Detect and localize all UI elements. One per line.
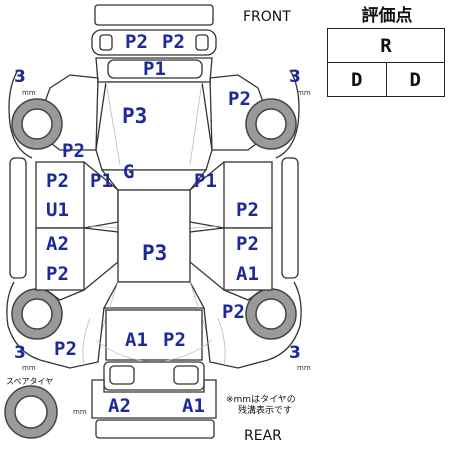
tail-panel	[103, 361, 205, 391]
left-front-arch	[8, 69, 33, 159]
unit-rear-left: mm	[22, 364, 36, 372]
damage-front-grille: P1	[143, 58, 166, 80]
tread-front-left: 3	[14, 67, 26, 87]
right-rear-fender	[223, 289, 263, 301]
front-right-tire	[245, 98, 297, 150]
windshield	[100, 169, 208, 191]
rating-table: R D D	[327, 28, 445, 97]
rating-interior: D	[327, 62, 387, 97]
note-line2: 残溝表示です	[238, 404, 292, 416]
rating-box: 評価点 R D D	[327, 4, 447, 97]
damage-right-front-door-top: P2	[236, 199, 259, 221]
rating-exterior: D	[385, 62, 445, 97]
rear-left-tire	[11, 288, 63, 340]
left-rear-door	[35, 227, 85, 291]
unit-front-right: mm	[297, 89, 311, 97]
unit-spare: mm	[73, 408, 87, 416]
left-rear-fender	[45, 289, 85, 301]
left-side-skirt	[9, 157, 27, 279]
front-bumper	[91, 29, 217, 56]
rear-bottom-box	[95, 419, 215, 439]
damage-trunk-left: A1	[125, 329, 148, 351]
left-rear-arch	[6, 281, 41, 361]
damage-right-rear-door-bottom: A1	[236, 263, 259, 285]
damage-windshield-right: P1	[194, 170, 217, 192]
damage-rear-bumper-left: A2	[108, 395, 131, 417]
right-rear-door	[223, 227, 273, 291]
damage-right-rear-door-top: P2	[236, 233, 259, 255]
roof	[117, 189, 191, 283]
damage-rear-bumper-right: A1	[182, 395, 205, 417]
right-front-arch	[275, 69, 300, 159]
unit-rear-right: mm	[297, 364, 311, 372]
right-rear-arch	[267, 281, 302, 361]
tread-rear-left: 3	[14, 343, 26, 363]
damage-left-rear-fender: P2	[54, 338, 77, 360]
spare-tire	[4, 385, 58, 439]
damage-front-bumper-right: P2	[162, 31, 185, 53]
right-side-skirt	[281, 157, 299, 279]
unit-front-left: mm	[22, 89, 36, 97]
front-label: FRONT	[243, 9, 291, 25]
damage-left-front-door-bottom: U1	[46, 199, 69, 221]
rating-overall: R	[327, 28, 445, 63]
front-left-tire	[11, 98, 63, 150]
rear-label: REAR	[244, 428, 282, 444]
damage-front-bumper-left: P2	[125, 31, 148, 53]
damage-left-rear-door-bottom: P2	[46, 263, 69, 285]
spare-tire-label: スペアタイヤ	[6, 377, 53, 386]
left-front-fender	[41, 74, 99, 111]
rear-window	[102, 281, 206, 309]
left-front-door	[35, 161, 85, 229]
rating-title: 評価点	[361, 6, 413, 26]
damage-left-rear-door-top: A2	[46, 233, 69, 255]
tread-rear-right: 3	[289, 343, 301, 363]
rear-bumper	[91, 379, 217, 419]
damage-windshield-left: P1	[90, 170, 113, 192]
front-top-box	[94, 4, 214, 26]
note-line1: ※mmはタイヤの	[226, 394, 296, 405]
damage-windshield-glass: G	[123, 161, 134, 183]
damage-right-rear-fender: P2	[222, 301, 245, 323]
damage-front-right-fender-top: P2	[228, 88, 251, 110]
damage-left-front-fender: P2	[62, 140, 85, 162]
trunk	[105, 309, 203, 361]
left-rear-window	[83, 227, 119, 291]
tread-front-right: 3	[289, 67, 301, 87]
damage-hood: P3	[122, 104, 147, 128]
damage-roof: P3	[142, 241, 167, 265]
right-front-fender	[209, 74, 267, 111]
damage-left-front-door-top: P2	[46, 170, 69, 192]
right-rear-window	[189, 227, 225, 291]
damage-trunk-right: P2	[163, 329, 186, 351]
